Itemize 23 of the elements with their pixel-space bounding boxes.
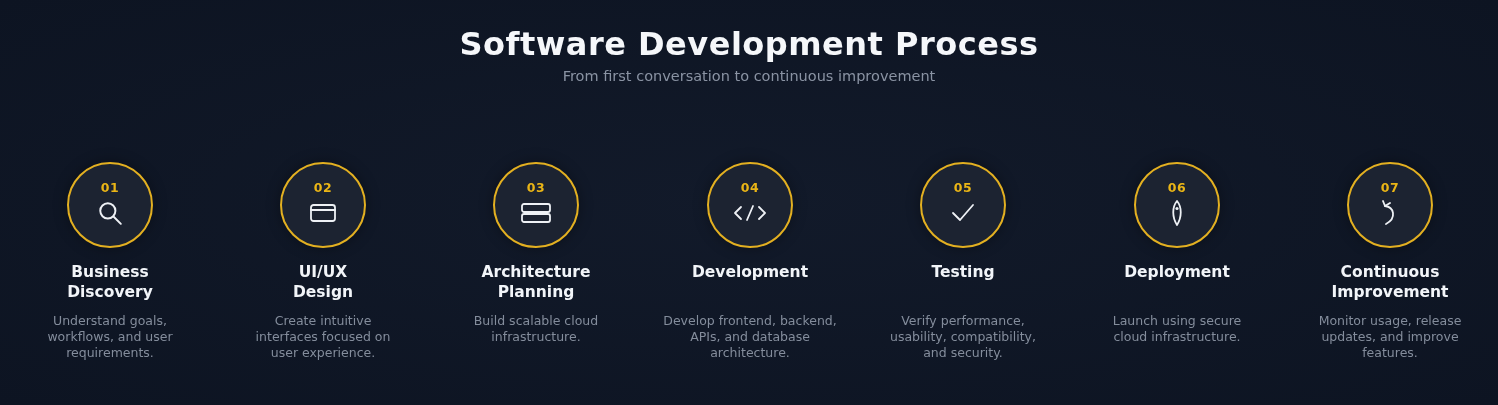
step-number: 06 [1167,181,1187,195]
step-title: Architecture Planning [480,262,592,302]
step-title: Development [691,262,809,283]
step-number: 07 [1380,181,1400,195]
subtitle: From first conversation to continuous improvement [562,67,936,86]
step-number: 03 [526,181,546,195]
step-number: 02 [313,181,333,195]
step-description: Launch using secure cloud infrastructure. [1111,313,1243,345]
step-description: Build scalable cloud infrastructure. [472,313,600,345]
step-description: Create intuitive interfaces focused on user experience. [254,313,392,361]
step-title: Continuous Improvement [1330,262,1450,302]
step-description: Monitor usage, release updates, and improve features. [1317,313,1463,361]
step-number: 04 [740,181,760,195]
diagram-title: Software Development Process [459,24,1039,64]
step-title: Testing [931,262,995,283]
step-description: Develop frontend, backend, APIs, and database architecture. [662,313,838,361]
step-title: UI/UX Design [291,262,355,302]
step-number: 05 [953,181,973,195]
step-title: Deployment [1124,262,1230,283]
step-description: Understand goals, workflows, and user requirements. [46,313,174,361]
step-title: Business Discovery [66,262,154,302]
step-number: 01 [100,181,120,195]
step-description: Verify performance, usability, compatibility, and security. [889,313,1037,361]
